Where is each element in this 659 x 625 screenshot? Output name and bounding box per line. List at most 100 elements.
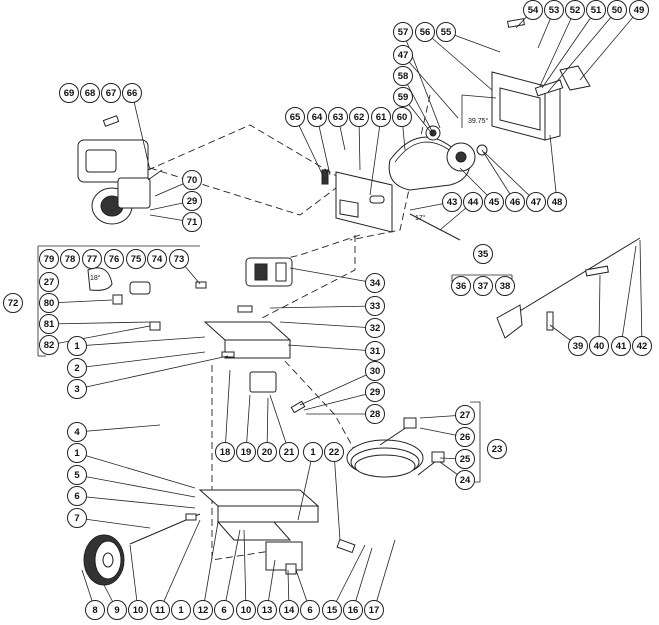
leader-line-c29b <box>303 391 376 411</box>
callout-label: 25 <box>460 454 471 465</box>
shaft <box>409 213 461 241</box>
callout-c1c: 1 <box>67 443 87 463</box>
callout-label: 66 <box>127 88 138 99</box>
callout-circle <box>236 600 256 620</box>
callout-c71: 71 <box>182 212 202 232</box>
leader-line-c34 <box>289 267 376 284</box>
callout-c20: 20 <box>257 442 277 462</box>
callout-circle <box>455 405 475 425</box>
callout-c2: 2 <box>67 358 87 378</box>
leader-line-c46 <box>481 149 516 203</box>
leader-line-c12 <box>202 521 219 611</box>
callout-circle <box>107 600 127 620</box>
callout-circle <box>487 439 507 459</box>
callout-circle <box>523 0 543 20</box>
callout-circle <box>544 0 564 20</box>
callout-label: 26 <box>460 432 471 443</box>
callout-circle <box>67 465 87 485</box>
callout-circle <box>82 249 102 269</box>
callout-c29a: 29 <box>182 191 202 211</box>
callout-c74: 74 <box>147 249 167 269</box>
callout-c34: 34 <box>365 273 385 293</box>
callout-c39: 39 <box>568 336 588 356</box>
callout-circle <box>328 107 348 127</box>
callout-label: 57 <box>398 27 409 38</box>
callout-label: 45 <box>489 197 500 208</box>
leader-line-c51 <box>541 9 597 89</box>
leader-line-c1b <box>297 451 314 521</box>
callout-label: 76 <box>109 254 120 265</box>
callout-circle <box>611 336 631 356</box>
callout-label: 79 <box>44 254 55 265</box>
callout-circle <box>589 336 609 356</box>
callout-label: 71 <box>187 217 198 228</box>
callout-c30: 30 <box>365 361 385 381</box>
callout-c22: 22 <box>324 442 344 462</box>
callout-label: 77 <box>87 254 98 265</box>
callout-label: 38 <box>500 281 511 292</box>
callout-circle <box>393 87 413 107</box>
callout-label: 16 <box>348 605 359 616</box>
engine-assembly <box>77 115 163 225</box>
callout-c59: 59 <box>393 87 413 107</box>
leader-line-c56 <box>424 31 493 91</box>
callout-c9: 9 <box>107 600 127 620</box>
callout-c31: 31 <box>365 341 385 361</box>
callout-c50: 50 <box>607 0 627 20</box>
callout-c82: 82 <box>39 335 59 355</box>
callout-c6a: 6 <box>67 486 87 506</box>
front-leg <box>285 508 402 575</box>
callout-circle <box>214 600 234 620</box>
leader-line-c47a <box>402 54 459 119</box>
callout-circle <box>128 600 148 620</box>
callout-c15: 15 <box>322 600 342 620</box>
callout-circle <box>67 486 87 506</box>
callout-c13: 13 <box>257 600 277 620</box>
callout-circle <box>257 600 277 620</box>
callout-label: 11 <box>155 605 166 616</box>
callout-circle <box>607 0 627 20</box>
callout-circle <box>343 600 363 620</box>
callout-c76: 76 <box>104 249 124 269</box>
callout-label: 1 <box>74 448 80 459</box>
callout-circle <box>104 249 124 269</box>
callout-circle <box>67 336 87 356</box>
callout-c47a: 47 <box>393 45 413 65</box>
leader-line-c5 <box>76 474 196 498</box>
callout-circle <box>67 422 87 442</box>
callout-circle <box>473 276 493 296</box>
callout-label: 35 <box>478 249 489 260</box>
callout-label: 55 <box>441 27 452 38</box>
callout-circle <box>67 508 87 528</box>
callout-label: 63 <box>333 112 344 123</box>
leader-line-c4 <box>76 424 161 433</box>
leader-line-c22 <box>333 451 341 541</box>
callout-circle <box>3 293 23 313</box>
callout-c28: 28 <box>365 404 385 424</box>
callout-label: 28 <box>370 409 381 420</box>
callout-label: 42 <box>637 341 648 352</box>
callout-label: 4 <box>74 427 80 438</box>
hose-coil <box>346 417 445 478</box>
callout-circle <box>484 192 504 212</box>
pump-mount-plate <box>203 305 306 414</box>
callout-label: 47 <box>398 50 409 61</box>
leader-line-c16 <box>352 547 373 611</box>
callout-label: 70 <box>187 175 198 186</box>
callout-c25: 25 <box>455 449 475 469</box>
callout-circle <box>365 296 385 316</box>
callout-circle <box>236 442 256 462</box>
callout-label: 32 <box>370 323 381 334</box>
callout-c37: 37 <box>473 276 493 296</box>
callout-c70: 70 <box>182 170 202 190</box>
callout-c11: 11 <box>150 600 170 620</box>
callout-c26: 26 <box>455 427 475 447</box>
callout-c10b: 10 <box>236 600 256 620</box>
callout-circle <box>147 249 167 269</box>
callout-circle <box>285 107 305 127</box>
callout-circle <box>349 107 369 127</box>
callout-c44: 44 <box>463 192 483 212</box>
leader-line-c6a <box>76 495 196 509</box>
callout-label: 20 <box>262 447 273 458</box>
callout-c19: 19 <box>236 442 256 462</box>
